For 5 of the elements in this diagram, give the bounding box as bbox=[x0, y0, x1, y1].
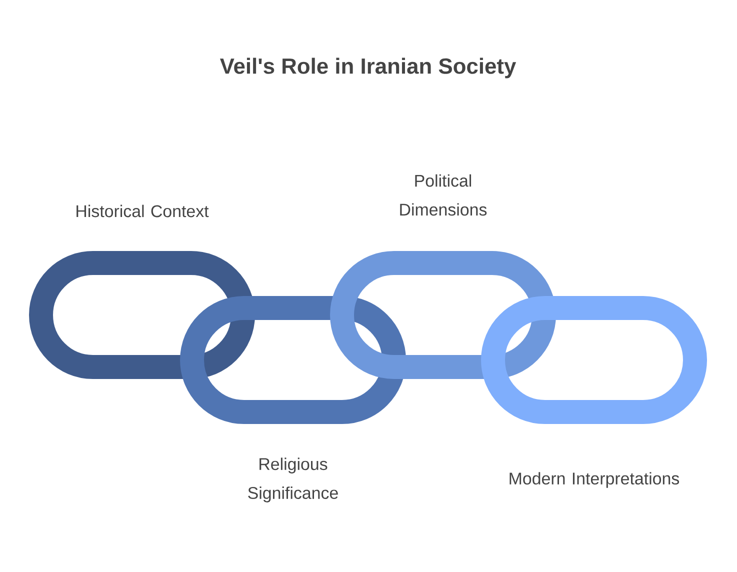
link-label: Political Dimensions bbox=[400, 174, 487, 216]
title: Veil's Role in Iranian Society bbox=[220, 58, 516, 78]
link-label: Modern Interpretations bbox=[510, 472, 680, 488]
link-label: Historical Context bbox=[76, 204, 209, 218]
link-label: Religious Significance bbox=[248, 458, 338, 502]
